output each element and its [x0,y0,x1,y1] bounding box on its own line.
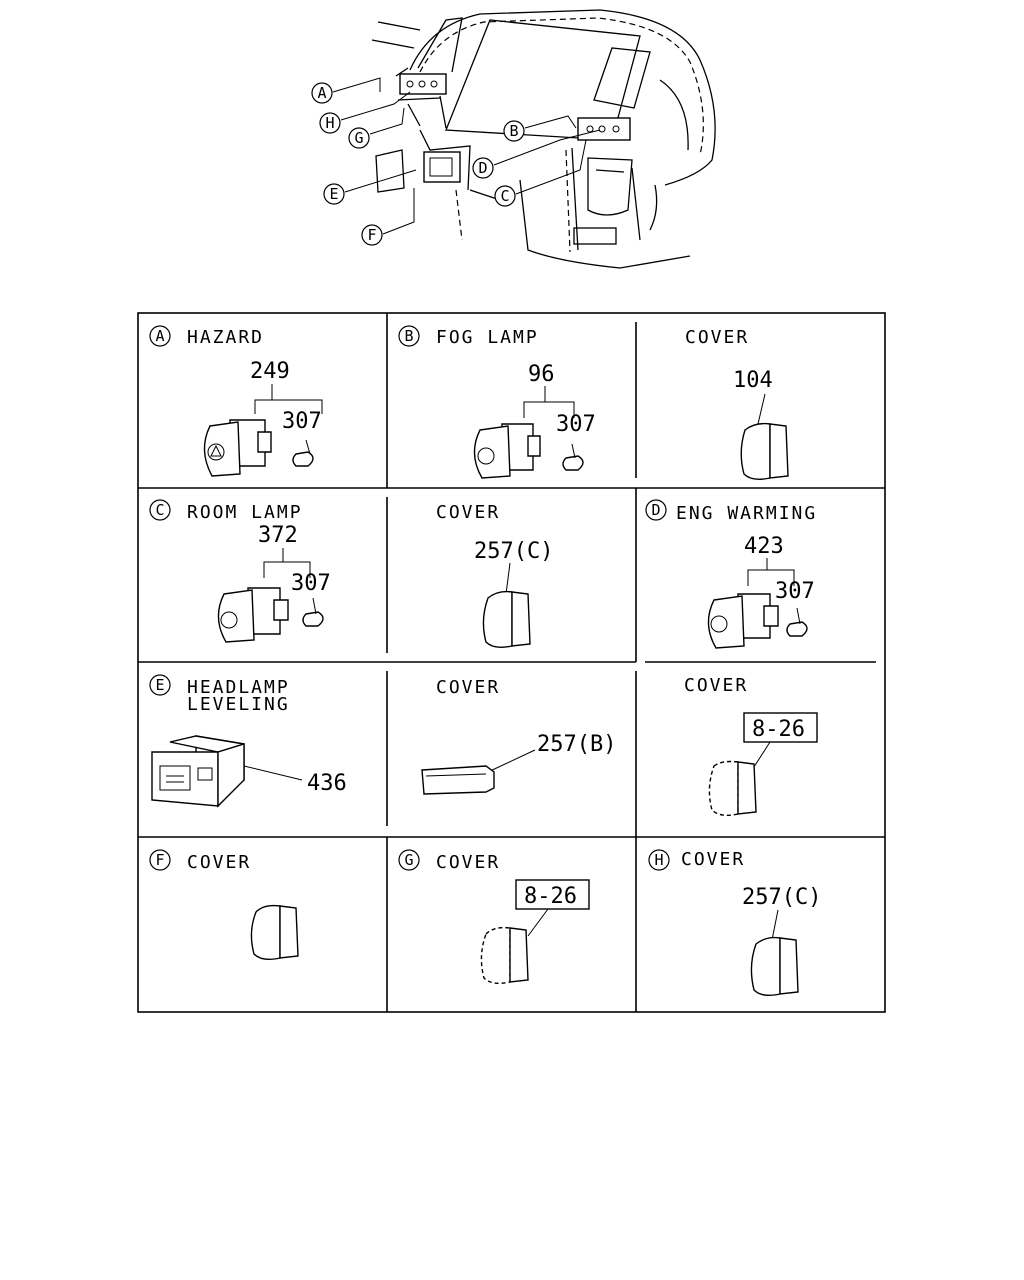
cell-cover-f: F COVER [149,849,299,961]
part-number: 307 [291,571,331,596]
dashboard-illustration [371,9,716,269]
svg-text:H: H [654,851,663,869]
svg-text:E: E [329,185,338,203]
svg-text:D: D [651,501,660,519]
cell-cover-f-title: COVER [187,852,251,873]
svg-text:H: H [325,114,334,132]
callout-C: C [494,185,516,207]
cell-cover-title: COVER [436,677,500,698]
cell-headlamp-leveling-title-2: LEVELING [187,694,290,715]
callout-E: E [323,183,345,205]
headlamp-leveling-switch [151,735,245,808]
cell-fog-lamp: B FOG LAMP 96 307 [398,325,596,479]
eng-warming-switch [707,593,779,649]
cell-cover-ref-8-26: COVER 8-26 [684,675,818,817]
callout-A: A [311,82,333,104]
part-number: 257(C) [742,885,821,910]
switch-cover [250,904,299,961]
part-number: 249 [250,359,290,384]
part-number: 257(B) [537,732,616,757]
reference-box [743,712,818,743]
cell-headlamp-leveling-title-1: HEADLAMP [187,677,290,698]
cell-room-lamp-title: ROOM LAMP [187,502,303,523]
svg-text:B: B [404,327,413,345]
part-number: 307 [282,409,322,434]
part-number: 307 [775,579,815,604]
part-number: 436 [307,771,347,796]
svg-text:A: A [317,84,326,102]
svg-text:D: D [478,159,487,177]
switch-cover [740,422,789,481]
switch-cover [480,926,529,985]
cell-cover-title: COVER [685,327,749,348]
svg-text:G: G [404,851,413,869]
callout-D: D [472,157,494,179]
room-lamp-switch [217,587,289,643]
cell-cover-g: G COVER 8-26 [398,849,590,985]
svg-text:C: C [500,187,509,205]
part-number: 257(C) [474,539,553,564]
part-number: 96 [528,362,555,387]
reference-box [515,879,590,910]
bulb [302,597,324,627]
cell-hazard-title: HAZARD [187,327,264,348]
callout-F: F [361,224,383,246]
switch-cover [482,590,531,649]
fog-lamp-switch [473,423,541,479]
cell-eng-warming: D ENG WARMING 423 307 [645,499,817,649]
cell-fog-lamp-title: FOG LAMP [436,327,539,348]
callout-B: B [503,120,525,142]
bulb [292,439,314,467]
switch-cover [708,760,757,817]
cell-room-lamp: C ROOM LAMP 372 307 [149,499,331,643]
cell-eng-warming-title: ENG WARMING [676,503,817,524]
svg-text:B: B [509,122,518,140]
part-number: 423 [744,534,784,559]
cell-cover-title: COVER [436,502,500,523]
cell-cover-title: COVER [684,675,748,696]
reference-number: 8-26 [752,717,805,742]
part-number: 104 [733,368,773,393]
cell-cover-h: H COVER 257(C) [648,849,821,997]
parts-grid [137,312,886,1013]
bulb [562,443,584,471]
reference-number: 8-26 [524,884,577,909]
cell-cover-257b: COVER 257(B) [421,677,616,795]
svg-text:A: A [155,327,164,345]
bulb [786,607,808,637]
callout-G: G [348,127,370,149]
svg-text:F: F [367,226,376,244]
hazard-switch [203,419,272,477]
cell-cover-257c: COVER 257(C) [436,502,553,649]
cell-cover-g-title: COVER [436,852,500,873]
svg-text:C: C [155,501,164,519]
overview-leaders [332,77,601,235]
callout-H: H [319,112,341,134]
part-number: 372 [258,523,298,548]
svg-text:G: G [354,129,363,147]
cell-hazard: A HAZARD 249 307 [149,325,323,477]
svg-text:E: E [155,676,164,694]
cell-cover-h-title: COVER [681,849,745,870]
blank-cover [421,765,495,795]
cell-cover-104: COVER 104 [685,327,789,481]
switch-cover [750,936,799,997]
part-number: 307 [556,412,596,437]
cell-headlamp-leveling: E HEADLAMP LEVELING 436 [149,674,347,808]
svg-text:F: F [155,851,164,869]
